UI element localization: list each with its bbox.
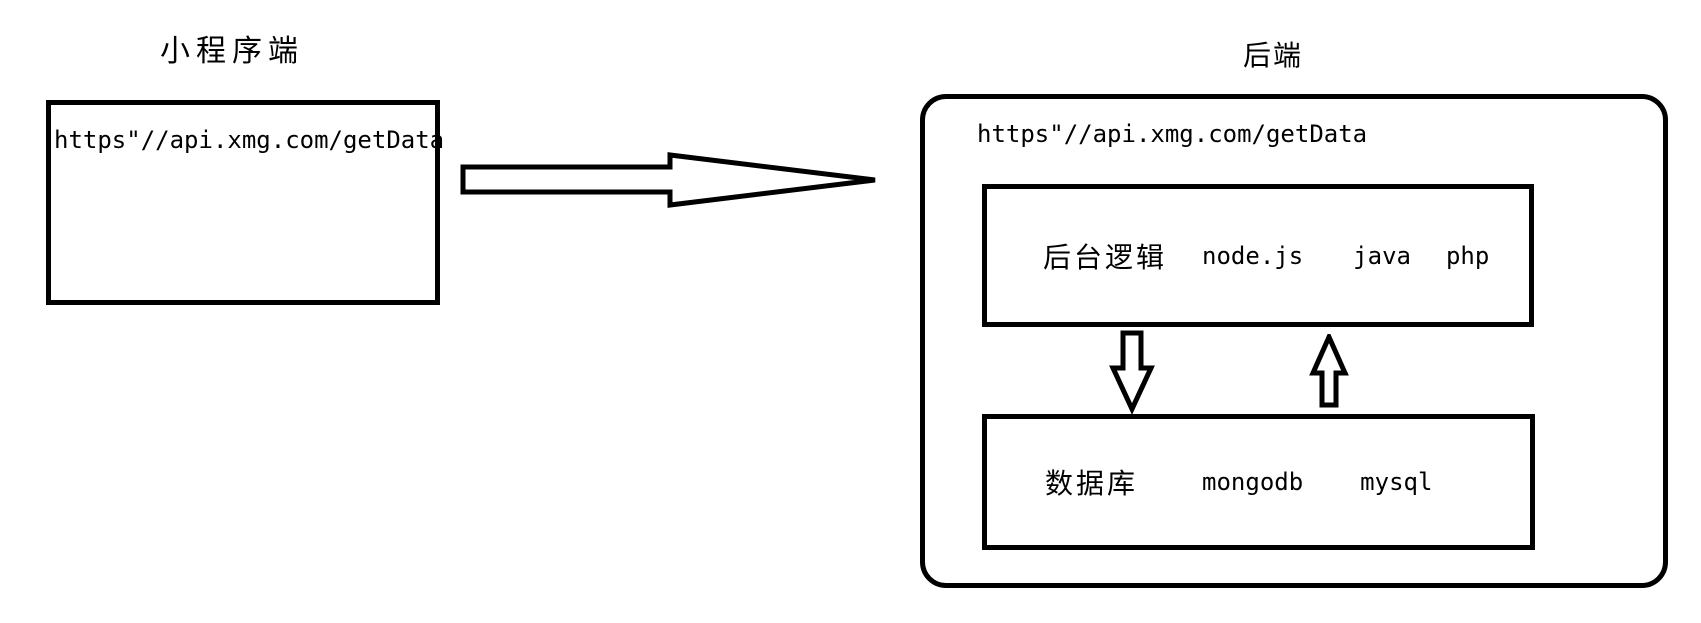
tech-mongodb: mongodb — [1202, 468, 1304, 496]
database-box: 数据库 mongodb mysql — [982, 414, 1535, 550]
client-request-url: https"//api.xmg.com/getData — [54, 126, 445, 154]
backend-logic-label: 后台逻辑 — [1043, 240, 1168, 274]
client-title: 小程序端 — [160, 34, 304, 69]
server-request-url: https"//api.xmg.com/getData — [977, 120, 1368, 148]
down-arrow-icon — [1108, 330, 1156, 414]
database-label: 数据库 — [1045, 467, 1139, 500]
tech-nodejs: node.js — [1202, 241, 1304, 270]
server-box: https"//api.xmg.com/getData 后台逻辑 node.js… — [920, 94, 1668, 588]
backend-logic-box: 后台逻辑 node.js java php — [982, 184, 1534, 327]
request-arrow-icon — [460, 151, 880, 211]
tech-java: java — [1353, 241, 1411, 270]
up-arrow-icon — [1305, 334, 1353, 410]
server-title: 后端 — [1242, 39, 1303, 72]
client-box: https"//api.xmg.com/getData — [46, 100, 444, 305]
tech-mysql: mysql — [1360, 468, 1433, 496]
tech-php: php — [1445, 241, 1490, 270]
